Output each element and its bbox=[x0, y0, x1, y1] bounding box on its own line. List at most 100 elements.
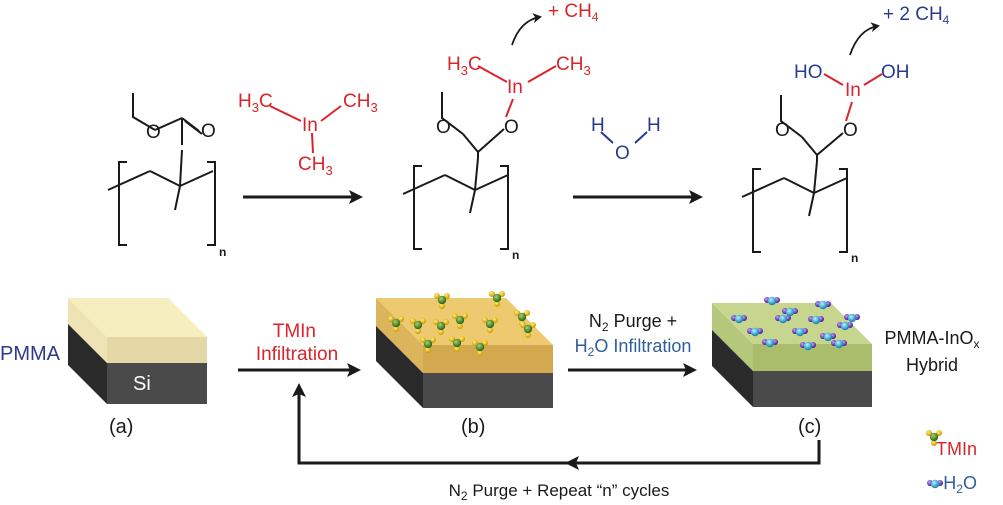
purge-label-line1: N2 Purge + bbox=[589, 311, 677, 334]
step-a-label: (a) bbox=[109, 416, 133, 438]
tmin-glyph bbox=[420, 337, 436, 353]
intermediate-oxygen-left: O bbox=[436, 117, 451, 138]
water-oxygen-atom bbox=[785, 307, 795, 317]
tmin-methyl-atom bbox=[525, 332, 531, 338]
tmin-methyl-atom bbox=[494, 301, 500, 307]
water-oxygen: O bbox=[615, 143, 630, 164]
tmin-methyl-atom bbox=[434, 293, 440, 299]
tmin-indium-atom bbox=[455, 315, 465, 325]
tmin-methyl-atom bbox=[452, 313, 458, 319]
water-glyph bbox=[792, 327, 808, 337]
tmin-methyl-atom bbox=[482, 340, 488, 346]
tmin-methyl-atom bbox=[487, 327, 493, 333]
tmin-methyl-atom bbox=[433, 319, 439, 325]
water-glyph bbox=[815, 300, 831, 310]
water-glyph bbox=[808, 315, 824, 325]
step-b-label: (b) bbox=[461, 416, 485, 438]
tmin-methyl-atom bbox=[393, 326, 399, 332]
water-glyph bbox=[844, 313, 860, 323]
tmin-glyph bbox=[410, 318, 426, 334]
product-backbone bbox=[741, 95, 848, 253]
tmin-indium-atom bbox=[423, 339, 433, 349]
tmin-methyl-atom bbox=[438, 329, 444, 335]
water-oxygen-atom bbox=[930, 479, 940, 489]
tmin-methyl-atom bbox=[472, 340, 478, 346]
product-indium: In bbox=[845, 80, 861, 101]
water-oxygen-atom bbox=[834, 339, 844, 349]
repeat-cycle-arrow bbox=[292, 383, 821, 465]
water-oxygen-atom bbox=[767, 296, 777, 306]
tmin-methyl-atom bbox=[462, 313, 468, 319]
tmin-bottom-methyl: CH3 bbox=[298, 154, 333, 178]
purge-label-line2: H2O Infiltration bbox=[575, 336, 692, 359]
water-glyph bbox=[927, 479, 943, 489]
tmin-particles bbox=[388, 291, 942, 446]
tmin-indium-atom bbox=[517, 312, 527, 322]
substrate-hybrid bbox=[712, 303, 872, 407]
tmin-glyph bbox=[434, 293, 450, 309]
water-glyph bbox=[820, 332, 836, 342]
intermediate-right-methyl: CH3 bbox=[556, 54, 591, 78]
intermediate-backbone bbox=[402, 92, 509, 250]
water-molecule: H O H bbox=[591, 115, 661, 164]
tmin-methyl-atom bbox=[492, 317, 498, 323]
tmin-indium-atom bbox=[413, 320, 423, 330]
legend-h2o-label: H2O bbox=[943, 473, 977, 496]
water-oxygen-atom bbox=[840, 321, 850, 331]
tmin-indium-atom bbox=[436, 321, 446, 331]
step-c-label: (c) bbox=[798, 416, 821, 438]
water-glyph bbox=[775, 314, 791, 324]
product-oxygen-left: O bbox=[775, 120, 790, 141]
water-glyph bbox=[782, 307, 798, 317]
water-oxygen-atom bbox=[750, 327, 760, 337]
tmin-methyl-atom bbox=[425, 347, 431, 353]
tmin-methyl-atom bbox=[530, 322, 536, 328]
product-right-hydroxyl: OH bbox=[881, 62, 910, 83]
intermediate-left-methyl: H3C bbox=[447, 54, 482, 78]
tmin-glyph bbox=[514, 310, 530, 326]
tmin-left-methyl: H3C bbox=[238, 91, 273, 115]
tmin-indium-atom bbox=[929, 432, 939, 442]
tmin-methyl-atom bbox=[420, 318, 426, 324]
pmma-repeat-unit bbox=[107, 93, 216, 246]
tmin-indium-atom bbox=[452, 338, 462, 348]
tmin-indium-atom bbox=[485, 319, 495, 329]
tmin-methyl-atom bbox=[449, 336, 455, 342]
tmin-glyph bbox=[388, 316, 404, 332]
intermediate-indium: In bbox=[507, 77, 523, 98]
tmin-glyph bbox=[482, 317, 498, 333]
water-hydrogen-2: H bbox=[647, 115, 661, 136]
water-glyph bbox=[800, 341, 816, 351]
tmin-molecule: H3C In CH3 CH3 bbox=[238, 91, 378, 178]
tmin-glyph bbox=[452, 313, 468, 329]
substrate-tmin-infiltrated bbox=[376, 298, 553, 408]
water-glyph bbox=[747, 327, 763, 337]
tmin-indium: In bbox=[302, 115, 318, 136]
tmin-methyl-atom bbox=[482, 317, 488, 323]
product-oxygen-right: O bbox=[843, 120, 858, 141]
substrate-pristine bbox=[68, 298, 207, 404]
water-oxygen-atom bbox=[847, 313, 857, 323]
tmin-glyph bbox=[472, 340, 488, 356]
water-glyph bbox=[764, 296, 780, 306]
water-oxygen-atom bbox=[811, 315, 821, 325]
water-hydrogen-1: H bbox=[591, 115, 605, 136]
methane-release-2: + 2 CH4 bbox=[883, 4, 950, 27]
tmin-glyph bbox=[489, 291, 505, 307]
tmin-methyl-atom bbox=[936, 430, 942, 436]
tmin-indium-atom bbox=[523, 324, 533, 334]
water-glyph bbox=[837, 321, 853, 331]
repeat-subscript-3: n bbox=[851, 251, 858, 265]
methane-release-1: + CH4 bbox=[548, 1, 599, 24]
repeat-cycle-label: N2 Purge + Repeat “n” cycles bbox=[449, 481, 670, 503]
hybrid-label-line2: Hybrid bbox=[906, 355, 958, 375]
tmin-glyph bbox=[926, 430, 942, 446]
legend-tmin-label: TMIn bbox=[936, 439, 977, 459]
tmin-indium-atom bbox=[492, 293, 502, 303]
hybrid-label-line1: PMMA-InOx bbox=[884, 328, 979, 351]
tmin-indium-atom bbox=[475, 342, 485, 352]
tmin-methyl-atom bbox=[520, 322, 526, 328]
repeat-subscript-2: n bbox=[512, 248, 519, 262]
water-oxygen-atom bbox=[734, 314, 744, 324]
